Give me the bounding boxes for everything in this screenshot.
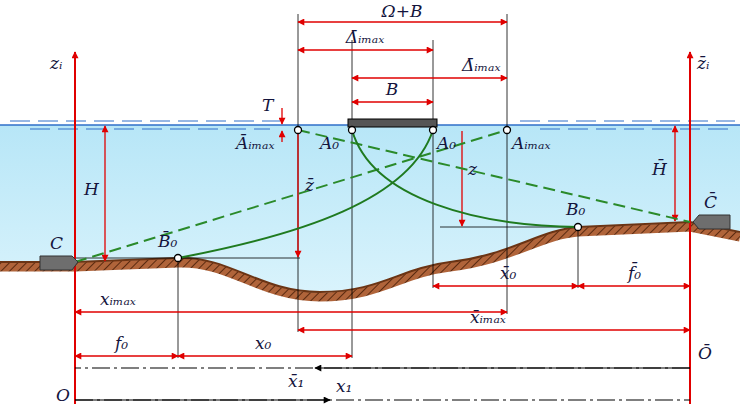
- dimension-label: B: [386, 80, 399, 99]
- dimension-label: Aᵢₘₐₓ: [512, 134, 551, 153]
- dimension-label: x̄₁: [288, 372, 304, 391]
- river-bed: [0, 227, 740, 297]
- dimension-label: H: [84, 180, 99, 199]
- dimension-lines: [75, 22, 690, 356]
- dimension-label: B₀: [566, 200, 585, 219]
- dimension-label: x₀: [255, 334, 271, 353]
- vertical-axes: [75, 52, 690, 404]
- river-bed-line: [0, 222, 740, 292]
- anchor-block: [40, 256, 78, 270]
- dimension-label: O: [56, 386, 70, 405]
- dimension-label: zᵢ: [50, 54, 62, 73]
- dimension-label: z: [468, 160, 477, 179]
- dimension-label: z̄: [305, 176, 314, 195]
- dimension-label: f̄₀: [628, 264, 641, 283]
- dimension-label: A₀: [320, 134, 339, 153]
- dimension-label: C: [50, 234, 63, 253]
- extension-lines: [75, 14, 580, 358]
- dimension-label: x̄ᵢₘₐₓ: [470, 308, 506, 327]
- dimension-label: x̄₀: [500, 264, 516, 283]
- dimension-label: Ω+B: [382, 2, 423, 21]
- dimension-label: f₀: [115, 334, 128, 353]
- horizontal-axes: [75, 368, 690, 400]
- dimension-label: A₀: [437, 134, 456, 153]
- dimension-label: xᵢₘₐₓ: [100, 290, 136, 309]
- cable-curves: [178, 130, 578, 258]
- dimension-label: x₁: [336, 377, 352, 396]
- dimension-label: H̄: [652, 160, 667, 179]
- dimension-label: Δ̄ᵢₘₐₓ: [462, 56, 501, 75]
- dimension-label: Δ̄ᵢₘₐₓ: [346, 28, 385, 47]
- dimension-label: z̄ᵢ: [697, 54, 709, 73]
- dimension-label: B̄₀: [158, 232, 177, 251]
- cable-chords: [75, 130, 690, 262]
- dimension-label: T: [262, 96, 273, 115]
- cable-points: [175, 127, 582, 262]
- dimension-label: Ō: [698, 344, 712, 363]
- anchor-block: [693, 215, 730, 229]
- ferry-hull: [348, 119, 437, 127]
- dimension-label: Āᵢₘₐₓ: [236, 134, 275, 153]
- dimension-label: C̄: [704, 193, 717, 212]
